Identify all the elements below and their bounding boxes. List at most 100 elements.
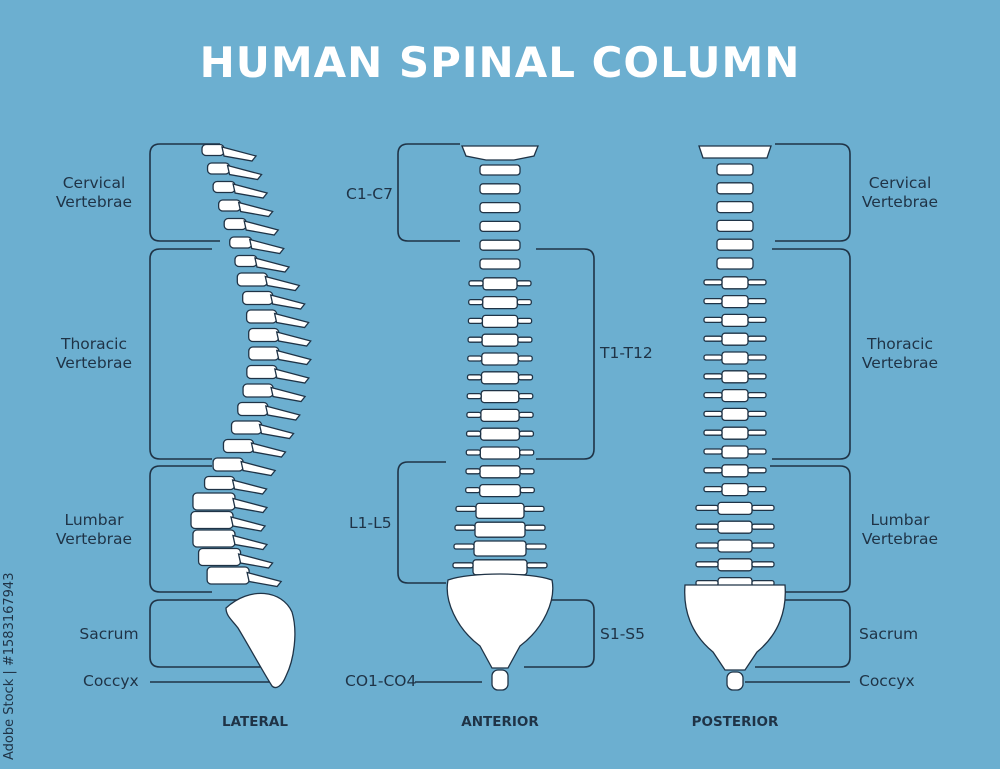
anterior-sacrum — [446, 573, 554, 669]
bracket-anterior-lumbar — [397, 461, 446, 584]
anterior-vertebral-body — [475, 502, 525, 520]
lateral-spinous-process — [270, 386, 307, 403]
anterior-left-process — [465, 486, 481, 494]
posterior-left-process — [703, 485, 723, 493]
view-caption-anterior: ANTERIOR — [461, 714, 539, 730]
left-label-thoracic-line1: Thoracic — [61, 335, 127, 353]
anterior-vertebral-body — [479, 201, 521, 214]
lateral-vertebral-body — [201, 143, 225, 157]
lateral-spine — [190, 143, 312, 689]
anterior-right-process — [516, 317, 533, 325]
anterior-vertebral-body — [480, 408, 520, 423]
lateral-spinous-process — [264, 275, 301, 292]
lateral-vertebral-body — [246, 364, 278, 380]
posterior-right-process — [747, 354, 767, 361]
lateral-spinous-process — [232, 497, 269, 514]
anterior-right-process — [518, 411, 534, 419]
lateral-spinous-process — [240, 460, 277, 477]
posterior-sacrum — [684, 584, 786, 671]
posterior-left-process — [703, 448, 723, 455]
posterior-spine — [684, 145, 786, 691]
posterior-right-process — [747, 316, 767, 324]
anterior-left-process — [468, 298, 484, 306]
posterior-right-process — [751, 523, 775, 530]
posterior-vertebra — [716, 163, 754, 176]
bracket-anterior-cervical — [397, 143, 460, 242]
anterior-label-lumbar: L1-L5 — [349, 514, 392, 532]
lateral-vertebral-body — [234, 254, 258, 268]
anterior-vertebral-body — [479, 164, 521, 176]
posterior-vertebra — [721, 332, 749, 346]
anterior-left-process — [454, 524, 476, 531]
right-label-lumbar-line1: Lumbar — [870, 511, 930, 529]
bracket-left-cervical — [149, 143, 220, 242]
lateral-vertebral-body — [190, 510, 234, 530]
lateral-vertebral-body — [242, 383, 274, 398]
lateral-vertebral-body — [192, 529, 236, 548]
posterior-left-process — [703, 279, 723, 286]
posterior-vertebra — [721, 351, 749, 365]
posterior-vertebra — [721, 426, 749, 440]
anterior-left-process — [465, 449, 481, 456]
lateral-vertebral-body — [245, 309, 278, 324]
anterior-vertebral-body — [481, 352, 519, 366]
lateral-spinous-process — [243, 220, 280, 236]
lateral-spinous-process — [237, 201, 274, 218]
anterior-right-process — [517, 374, 534, 381]
posterior-vertebra — [716, 257, 754, 270]
lateral-spinous-process — [264, 405, 301, 421]
posterior-vertebra — [721, 370, 749, 384]
lateral-spinous-process — [231, 479, 268, 495]
anterior-right-process — [516, 280, 532, 287]
view-caption-posterior: POSTERIOR — [691, 714, 779, 730]
bracket-left-thoracic — [149, 248, 212, 460]
posterior-left-process — [703, 391, 723, 399]
anterior-vertebral-body — [479, 258, 521, 270]
lateral-vertebral-body — [229, 236, 253, 249]
anterior-right-process — [523, 505, 545, 513]
lateral-spinous-process — [269, 294, 306, 310]
lateral-spinous-process — [273, 312, 310, 329]
anterior-right-process — [519, 449, 535, 456]
posterior-right-process — [751, 504, 775, 512]
anterior-right-process — [519, 486, 535, 494]
lateral-spinous-process — [226, 164, 263, 181]
right-label-cervical-line1: Cervical — [868, 174, 932, 192]
stock-credit: Adobe Stock | #1583167943 — [2, 572, 17, 760]
posterior-right-process — [747, 448, 767, 455]
lateral-vertebral-body — [197, 547, 242, 567]
left-label-sacrum: Sacrum — [79, 625, 139, 643]
anterior-left-process — [453, 543, 475, 550]
bracket-right-sacrum — [755, 599, 851, 668]
left-label-coccyx: Coccyx — [83, 672, 139, 690]
anterior-vertebral-body — [481, 333, 519, 347]
lateral-spinous-process — [275, 349, 312, 366]
left-label-lumbar-line2: Vertebrae — [55, 530, 133, 548]
anterior-left-process — [452, 562, 474, 569]
posterior-vertebra — [717, 501, 753, 516]
anterior-right-process — [518, 430, 535, 437]
anterior-right-process — [524, 524, 546, 531]
posterior-right-process — [747, 297, 767, 305]
anterior-atlas — [461, 145, 539, 161]
anterior-vertebral-body — [480, 389, 520, 404]
region-brackets — [149, 143, 851, 683]
posterior-left-process — [703, 467, 723, 474]
anterior-vertebral-body — [479, 446, 521, 460]
right-label-lumbar-line2: Vertebrae — [861, 530, 939, 548]
anterior-coccyx — [491, 669, 509, 691]
bracket-right-cervical — [775, 143, 851, 242]
anterior-label-sacral: S1-S5 — [600, 625, 645, 643]
lateral-vertebral-body — [206, 162, 231, 175]
posterior-atlas — [698, 145, 772, 159]
right-label-lumbar: Lumbar Vertebrae — [840, 511, 960, 549]
anterior-right-process — [525, 543, 547, 550]
right-label-coccyx: Coccyx — [859, 672, 915, 690]
anterior-vertebral-body — [480, 371, 520, 385]
lateral-vertebral-body — [192, 492, 236, 511]
anterior-left-process — [467, 336, 483, 343]
posterior-left-process — [703, 297, 723, 305]
posterior-right-process — [747, 485, 767, 493]
posterior-left-process — [703, 354, 723, 361]
posterior-left-process — [695, 561, 719, 568]
